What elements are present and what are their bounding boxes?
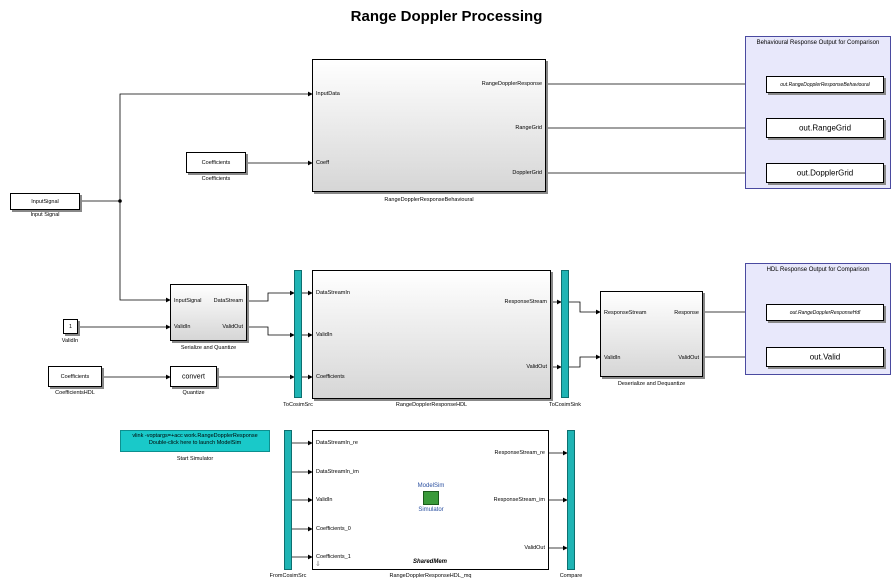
- out-rangedoppler-hdl-block[interactable]: out.RangeDopplerResponseHdl: [766, 304, 884, 321]
- behavioural-caption: RangeDopplerResponseBehavioural: [384, 197, 474, 203]
- download-icon: ⇓: [315, 561, 321, 568]
- quantize-block[interactable]: convert: [170, 366, 217, 387]
- out-rangegrid-label: out.RangeGrid: [798, 123, 852, 133]
- mq-out-port: ValidOut: [524, 545, 545, 551]
- mq-out-port: ResponseStream_im: [493, 497, 545, 503]
- hdl-mq-cosim-block[interactable]: DataStreamIn_re DataStreamIn_im ValidIn …: [312, 430, 549, 570]
- hdl-in-port: ValidIn: [316, 332, 333, 338]
- out-valid-label: out.Valid: [809, 352, 841, 362]
- shared-mem-label: SharedMem: [413, 559, 448, 565]
- serialize-caption: Serialize and Quantize: [180, 345, 237, 351]
- hdl-in-port: Coefficients: [316, 374, 345, 380]
- valid-in-value: 1: [68, 323, 73, 330]
- input-signal-label: InputSignal: [31, 198, 59, 205]
- mq-in-port: DataStreamIn_re: [316, 440, 358, 446]
- deserialize-out-port: Response: [674, 310, 699, 316]
- valid-in-constant[interactable]: 1: [63, 319, 78, 334]
- mq-in-port: ValidIn: [316, 497, 333, 503]
- to-cosim-sink-bar[interactable]: [561, 270, 569, 398]
- mq-out-port: ResponseStream_re: [494, 450, 545, 456]
- behavioural-out-port: RangeGrid: [515, 125, 542, 131]
- out-rangedoppler-hdl-label: out.RangeDopplerResponseHdl: [789, 309, 861, 316]
- coefficients-hdl-label: Coefficients: [60, 373, 90, 380]
- start-simulator-note[interactable]: vlink -voptargs=+acc work.RangeDopplerRe…: [120, 430, 270, 452]
- hdl-in-port: DataStreamIn: [316, 290, 350, 296]
- input-signal-caption: Input Signal: [30, 212, 60, 218]
- mq-caption: RangeDopplerResponseHDL_mq: [389, 573, 472, 579]
- mq-in-port: DataStreamIn_im: [316, 469, 359, 475]
- quantize-caption: Quantize: [182, 390, 205, 396]
- computer-icon: [423, 491, 439, 505]
- deserialize-out-port: ValidOut: [678, 355, 699, 361]
- diagram-title: Range Doppler Processing: [350, 8, 543, 25]
- out-rangedoppler-behavioural-block[interactable]: out.RangeDopplerResponseBehavioural: [766, 76, 884, 93]
- quantize-label: convert: [182, 373, 205, 380]
- serialize-out-port: DataStream: [213, 298, 243, 304]
- behavioural-area-title: Behavioural Response Output for Comparis…: [756, 40, 880, 46]
- serialize-in-port: ValidIn: [174, 324, 191, 330]
- to-cosim-src-caption: ToCosimSrc: [283, 402, 313, 408]
- deserialize-caption: Deserialize and Dequantize: [617, 381, 686, 387]
- compare-caption: Compare: [559, 573, 583, 579]
- start-simulator-command: vlink -voptargs=+acc work.RangeDopplerRe…: [132, 433, 258, 439]
- out-valid-block[interactable]: out.Valid: [766, 347, 884, 367]
- valid-in-caption: ValidIn: [61, 338, 79, 344]
- to-cosim-sink-caption: ToCosimSink: [548, 402, 582, 408]
- serialize-quantize-subsystem[interactable]: InputSignal ValidIn DataStream ValidOut: [170, 284, 247, 341]
- input-signal-block[interactable]: InputSignal: [10, 193, 80, 210]
- from-cosim-src-bar[interactable]: [284, 430, 292, 570]
- deserialize-in-port: ResponseStream: [604, 310, 647, 316]
- out-dopplergrid-label: out.DopplerGrid: [796, 168, 854, 178]
- deserialize-subsystem[interactable]: ResponseStream ValidIn Response ValidOut: [600, 291, 703, 377]
- behavioural-in-port: InputData: [316, 91, 340, 97]
- behavioural-subsystem[interactable]: InputData Coeff RangeDopplerResponse Ran…: [312, 59, 546, 192]
- serialize-in-port: InputSignal: [174, 298, 202, 304]
- coefficients-caption: Coefficients: [201, 176, 231, 182]
- hdl-subsystem[interactable]: DataStreamIn ValidIn Coefficients Respon…: [312, 270, 551, 399]
- out-dopplergrid-block[interactable]: out.DopplerGrid: [766, 163, 884, 183]
- simulator-icon-label: Simulator: [418, 507, 444, 513]
- start-simulator-hint: Double-click here to launch ModelSim: [148, 440, 242, 446]
- to-cosim-src-bar[interactable]: [294, 270, 302, 398]
- behavioural-out-port: DopplerGrid: [512, 170, 542, 176]
- hdl-caption: RangeDopplerResponseHDL: [395, 402, 468, 408]
- hdl-out-port: ValidOut: [526, 364, 547, 370]
- modelsim-simulator-icon: ModelSim Simulator: [409, 483, 453, 513]
- from-cosim-src-caption: FromCosimSrc: [269, 573, 307, 579]
- mq-in-port: Coefficients_0: [316, 526, 351, 532]
- hdl-area-title: HDL Response Output for Comparison: [766, 267, 870, 273]
- out-rangegrid-block[interactable]: out.RangeGrid: [766, 118, 884, 138]
- coefficients-block[interactable]: Coefficients: [186, 152, 246, 173]
- coefficients-label: Coefficients: [201, 159, 231, 166]
- serialize-out-port: ValidOut: [222, 324, 243, 330]
- coefficients-hdl-block[interactable]: Coefficients: [48, 366, 102, 387]
- deserialize-in-port: ValidIn: [604, 355, 621, 361]
- start-simulator-caption: Start Simulator: [176, 456, 214, 462]
- hdl-out-port: ResponseStream: [504, 299, 548, 305]
- out-rangedoppler-behavioural-label: out.RangeDopplerResponseBehavioural: [780, 81, 870, 88]
- behavioural-in-port: Coeff: [316, 160, 330, 166]
- mq-in-port: Coefficients_1: [316, 554, 351, 560]
- coefficients-hdl-caption: CoefficientsHDL: [55, 390, 95, 396]
- behavioural-out-port: RangeDopplerResponse: [481, 81, 542, 87]
- modelsim-icon-label: ModelSim: [417, 483, 445, 489]
- compare-bar[interactable]: [567, 430, 575, 570]
